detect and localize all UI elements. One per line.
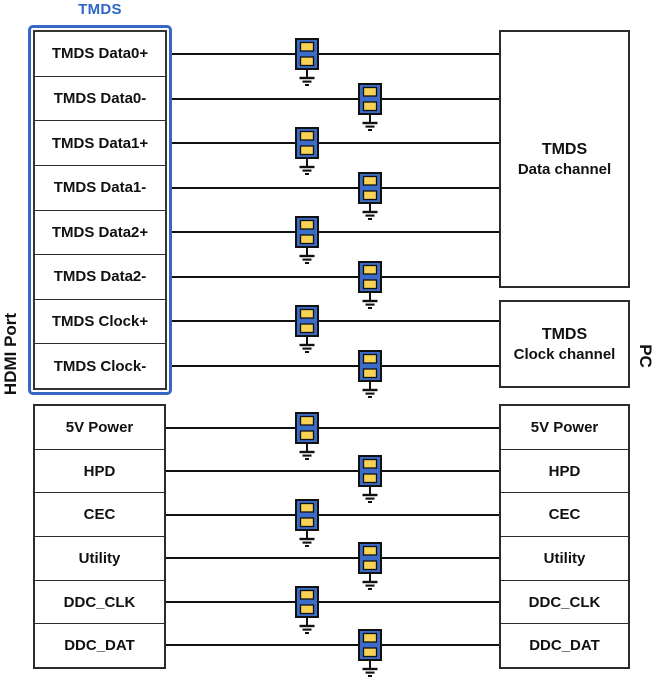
utility-pin-row: DDC_CLK — [35, 579, 164, 624]
tmds-data-channel-box: TMDS Data channel — [499, 30, 630, 288]
pc-label: PC — [636, 344, 655, 368]
esd-suppressor-icon — [294, 411, 320, 461]
utility-pin-row: DDC_CLK — [501, 579, 628, 624]
esd-suppressor-icon — [294, 304, 320, 354]
esd-suppressor-icon — [357, 171, 383, 221]
tmds-pin-row: TMDS Clock+ — [35, 298, 165, 344]
utility-pin-row: 5V Power — [65, 418, 134, 436]
tmds-pin-row: TMDS Clock- — [35, 343, 165, 388]
utility-pin-row: CEC — [501, 492, 628, 536]
tmds-pin-row: TMDS Data1+ — [35, 120, 165, 165]
channel-title: TMDS — [541, 325, 588, 343]
channel-subtitle: Data channel — [517, 160, 612, 178]
esd-suppressor-icon — [357, 628, 383, 678]
tmds-pin-table: TMDS Data0+ TMDS Data0- TMDS Data1+ TMDS… — [33, 30, 167, 390]
utility-pin-row: HPD — [35, 448, 164, 493]
esd-suppressor-icon — [357, 82, 383, 132]
hdmi-port-label: HDMI Port — [1, 312, 20, 396]
tmds-clock-channel-box: TMDS Clock channel — [499, 300, 630, 388]
utility-pin-row: Utility — [35, 536, 164, 580]
utility-pin-row: Utility — [501, 536, 628, 580]
esd-suppressor-icon — [357, 349, 383, 399]
tmds-group-frame: TMDS Data0+ TMDS Data0- TMDS Data1+ TMDS… — [28, 25, 172, 395]
esd-suppressor-icon — [294, 215, 320, 265]
esd-suppressor-icon — [357, 260, 383, 310]
hdmi-utility-pin-table: 5V Power HPD CEC Utility DDC_CLK DDC_DAT — [33, 404, 166, 669]
utility-pin-row: DDC_DAT — [501, 623, 628, 667]
esd-suppressor-icon — [294, 126, 320, 176]
channel-subtitle: Clock channel — [513, 345, 616, 363]
pc-utility-pin-table: 5V Power HPD CEC Utility DDC_CLK DDC_DAT — [499, 404, 630, 669]
tmds-pin-row: TMDS Data1- — [35, 164, 165, 210]
tmds-pin-row: TMDS Data2+ — [35, 209, 165, 255]
tmds-group-title: TMDS — [78, 1, 122, 18]
utility-pin-row: 5V Power — [530, 418, 599, 436]
esd-suppressor-icon — [294, 585, 320, 635]
tmds-pin-row: TMDS Data0+ — [51, 45, 149, 63]
utility-pin-row: CEC — [35, 492, 164, 536]
utility-pin-row: DDC_DAT — [35, 623, 164, 667]
esd-suppressor-icon — [357, 454, 383, 504]
channel-title: TMDS — [541, 140, 588, 158]
esd-suppressor-icon — [294, 498, 320, 548]
tmds-pin-row: TMDS Data0- — [35, 75, 165, 121]
esd-suppressor-icon — [357, 541, 383, 591]
tmds-pin-row: TMDS Data2- — [35, 254, 165, 299]
utility-pin-row: HPD — [501, 448, 628, 493]
esd-suppressor-icon — [294, 37, 320, 87]
